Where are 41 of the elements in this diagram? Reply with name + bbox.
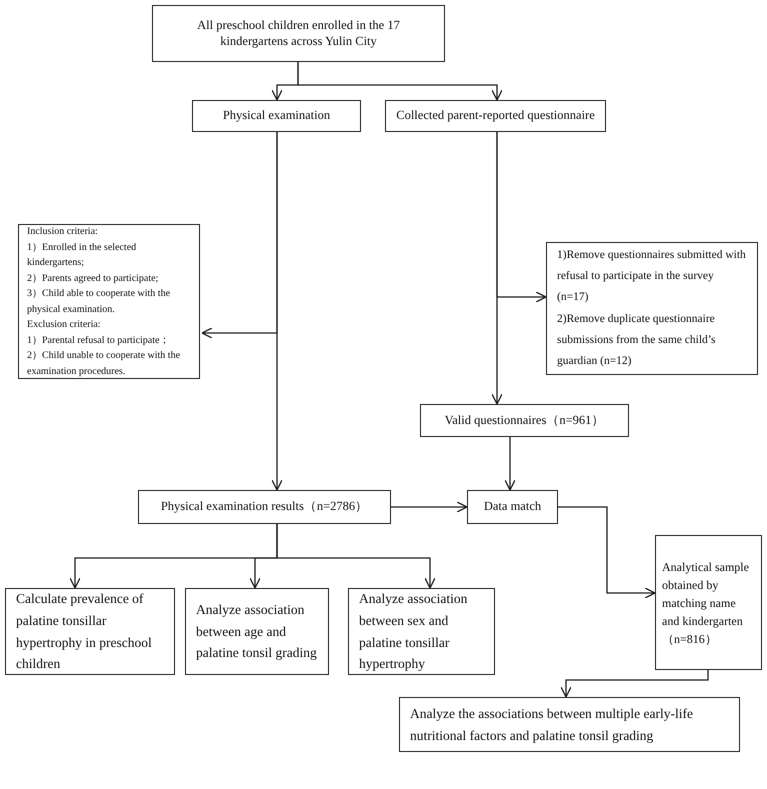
arrow [276, 524, 436, 589]
box-text: 3）Child able to cooperate with the physical examination. [27, 287, 172, 316]
box-text: 1)Remove questionnaires submitted with refusal to participate in the survey (n=17) [557, 248, 747, 306]
process-box [385, 100, 606, 132]
box-text: Analytical sample obtained by matching name and kindergarten（n=816） [662, 558, 750, 648]
box-text: Physical examination results（n=2786） [160, 499, 368, 515]
process-box [467, 490, 558, 524]
arrow [201, 132, 278, 339]
process-box [399, 697, 740, 752]
process-box [5, 588, 175, 675]
process-box [192, 100, 361, 132]
process-box [152, 5, 445, 62]
arrow [560, 670, 709, 698]
box-text: Data match [484, 499, 542, 515]
box-text: Calculate prevalence of palatine tonsillar hypertrophy in preschool children [16, 590, 153, 674]
process-box [138, 490, 391, 524]
box-text: Analyze association between age and palatine tonsil grading [196, 601, 318, 662]
process-box [348, 588, 495, 675]
box-text: Analyze association between sex and palatine tonsillar hypertrophy [359, 590, 468, 674]
box-text: All preschool children enrolled in the 17 kindergartens across Yulin City [196, 18, 401, 50]
box-text: Valid questionnaires（n=961） [444, 412, 604, 428]
box-text: 2)Remove duplicate questionnaire submissions from the same child’s guardian (n=12) [557, 312, 716, 370]
process-box [655, 535, 762, 670]
box-text: Inclusion criteria: [27, 225, 99, 239]
box-text: Analyze the associations between multiple early-life nutritional factors and palatine tonsil grading [410, 704, 694, 745]
arrow [491, 132, 503, 405]
arrow [297, 62, 503, 101]
box-text: 2）Child unable to cooperate with the examination procedures. [27, 349, 182, 378]
box-text: 1）Enrolled in the selected kindergartens; [27, 240, 138, 270]
arrow [558, 506, 656, 599]
process-box [546, 242, 758, 375]
box-text: 2）Parents agreed to participate; [27, 272, 160, 286]
process-box [420, 404, 629, 437]
process-box [185, 588, 329, 675]
box-text: Physical examination [222, 108, 330, 124]
arrow [504, 437, 516, 491]
arrow [391, 501, 468, 513]
box-text: Exclusion criteria: [27, 318, 102, 332]
box-text: Collected parent-reported questionnaire [396, 108, 595, 124]
process-box [18, 224, 200, 379]
box-text: 1）Parental refusal to participate； [27, 334, 170, 348]
